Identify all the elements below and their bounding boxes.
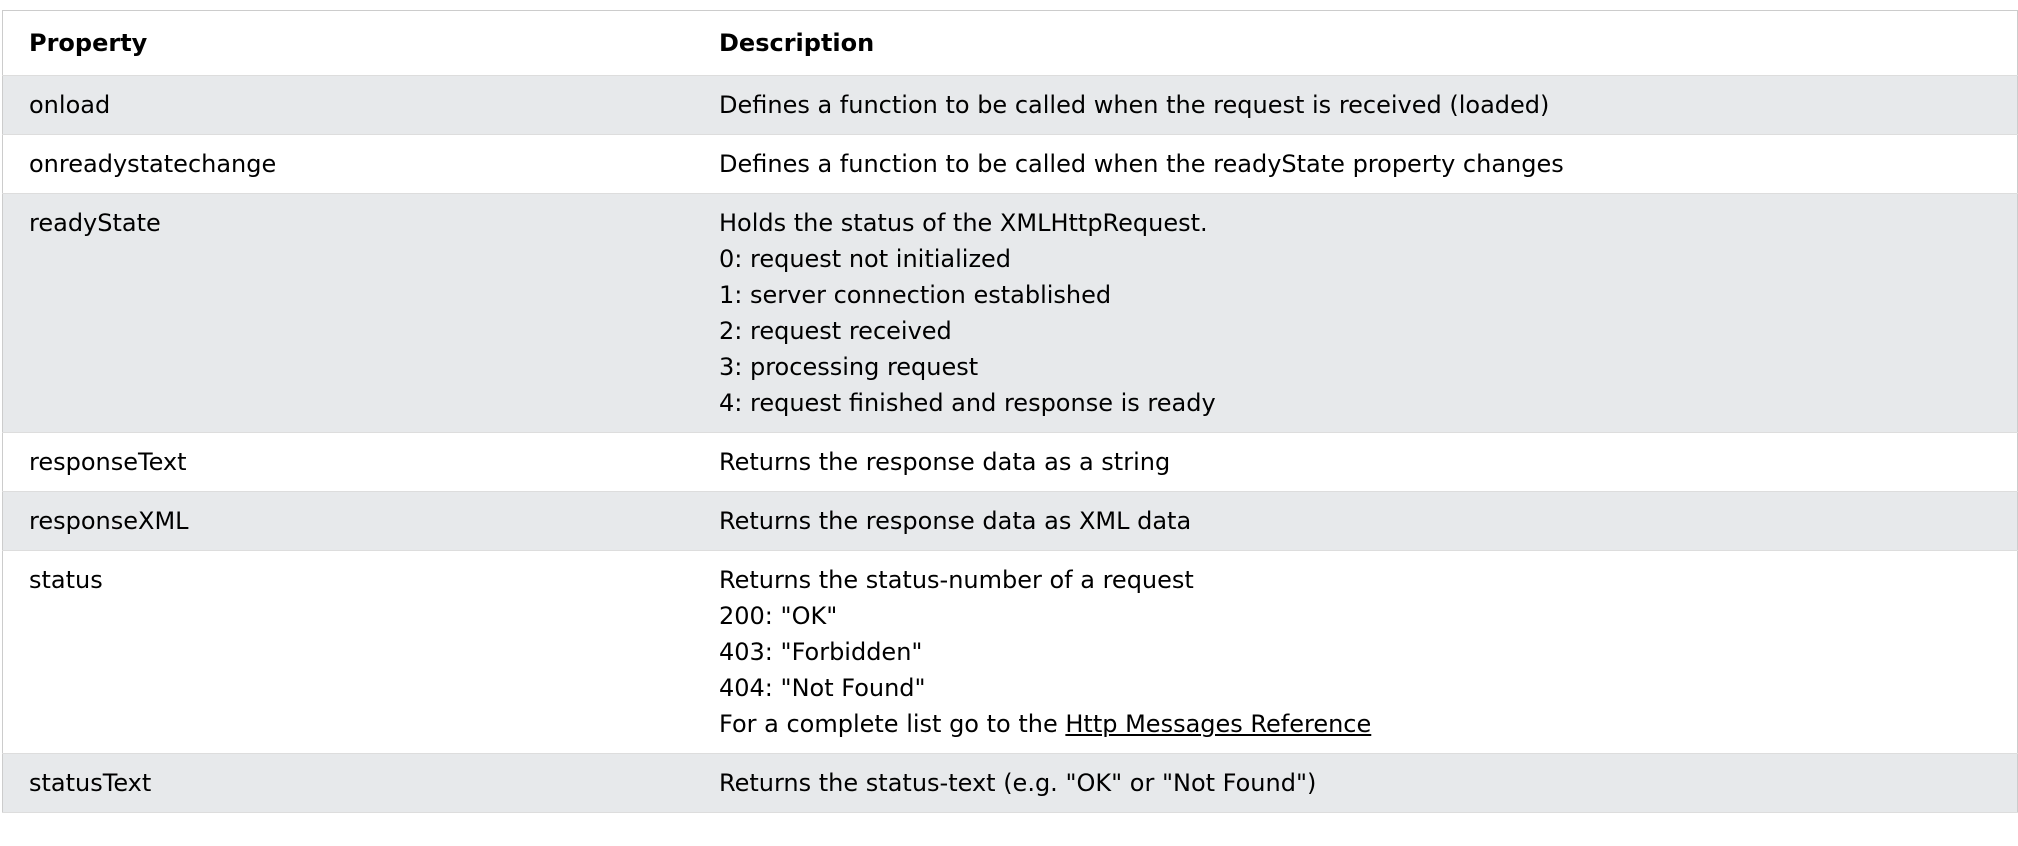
description-cell: Returns the status-text (e.g. "OK" or "N… bbox=[693, 753, 2018, 813]
property-cell: responseXML bbox=[2, 491, 693, 551]
description-cell: Defines a function to be called when the… bbox=[693, 75, 2018, 135]
property-cell: status bbox=[2, 550, 693, 754]
description-line: 404: "Not Found" bbox=[719, 674, 926, 702]
table-row: readyState Holds the status of the XMLHt… bbox=[2, 193, 2018, 433]
table-row: onreadystatechange Defines a function to… bbox=[2, 134, 2018, 194]
description-line: Defines a function to be called when the… bbox=[719, 150, 1564, 178]
description-line: 3: processing request bbox=[719, 353, 979, 381]
description-line: Returns the status-text (e.g. "OK" or "N… bbox=[719, 769, 1317, 797]
description-cell: Returns the response data as a string bbox=[693, 432, 2018, 492]
description-line: 4: request finished and response is read… bbox=[719, 389, 1216, 417]
table-row: onload Defines a function to be called w… bbox=[2, 75, 2018, 135]
xmlhttprequest-properties-table: Property Description onload Defines a fu… bbox=[2, 10, 2018, 813]
description-line: 403: "Forbidden" bbox=[719, 638, 923, 666]
description-line: Returns the response data as XML data bbox=[719, 507, 1192, 535]
property-cell: responseText bbox=[2, 432, 693, 492]
description-line: 200: "OK" bbox=[719, 602, 838, 630]
property-cell: onload bbox=[2, 75, 693, 135]
property-cell: onreadystatechange bbox=[2, 134, 693, 194]
http-messages-reference-link[interactable]: Http Messages Reference bbox=[1065, 710, 1372, 738]
description-line: 0: request not initialized bbox=[719, 245, 1012, 273]
table-row: responseXML Returns the response data as… bbox=[2, 491, 2018, 551]
description-line: Returns the response data as a string bbox=[719, 448, 1171, 476]
table-header-row: Property Description bbox=[2, 10, 2018, 76]
header-property: Property bbox=[2, 10, 693, 76]
description-line: Holds the status of the XMLHttpRequest. bbox=[719, 209, 1208, 237]
link-prefix-text: For a complete list go to the bbox=[719, 710, 1066, 738]
table-row: statusText Returns the status-text (e.g.… bbox=[2, 753, 2018, 813]
property-cell: statusText bbox=[2, 753, 693, 813]
table-row: status Returns the status-number of a re… bbox=[2, 550, 2018, 754]
description-line: Defines a function to be called when the… bbox=[719, 91, 1550, 119]
description-cell: Returns the response data as XML data bbox=[693, 491, 2018, 551]
description-line-with-link: For a complete list go to the Http Messa… bbox=[719, 706, 1991, 742]
description-line: 2: request received bbox=[719, 317, 952, 345]
properties-table-container: Property Description onload Defines a fu… bbox=[2, 10, 2018, 813]
description-cell: Defines a function to be called when the… bbox=[693, 134, 2018, 194]
description-line: Returns the status-number of a request bbox=[719, 566, 1194, 594]
table-row: responseText Returns the response data a… bbox=[2, 432, 2018, 492]
description-line: 1: server connection established bbox=[719, 281, 1112, 309]
property-cell: readyState bbox=[2, 193, 693, 433]
description-cell: Holds the status of the XMLHttpRequest. … bbox=[693, 193, 2018, 433]
header-description: Description bbox=[693, 10, 2018, 76]
description-cell: Returns the status-number of a request 2… bbox=[693, 550, 2018, 754]
